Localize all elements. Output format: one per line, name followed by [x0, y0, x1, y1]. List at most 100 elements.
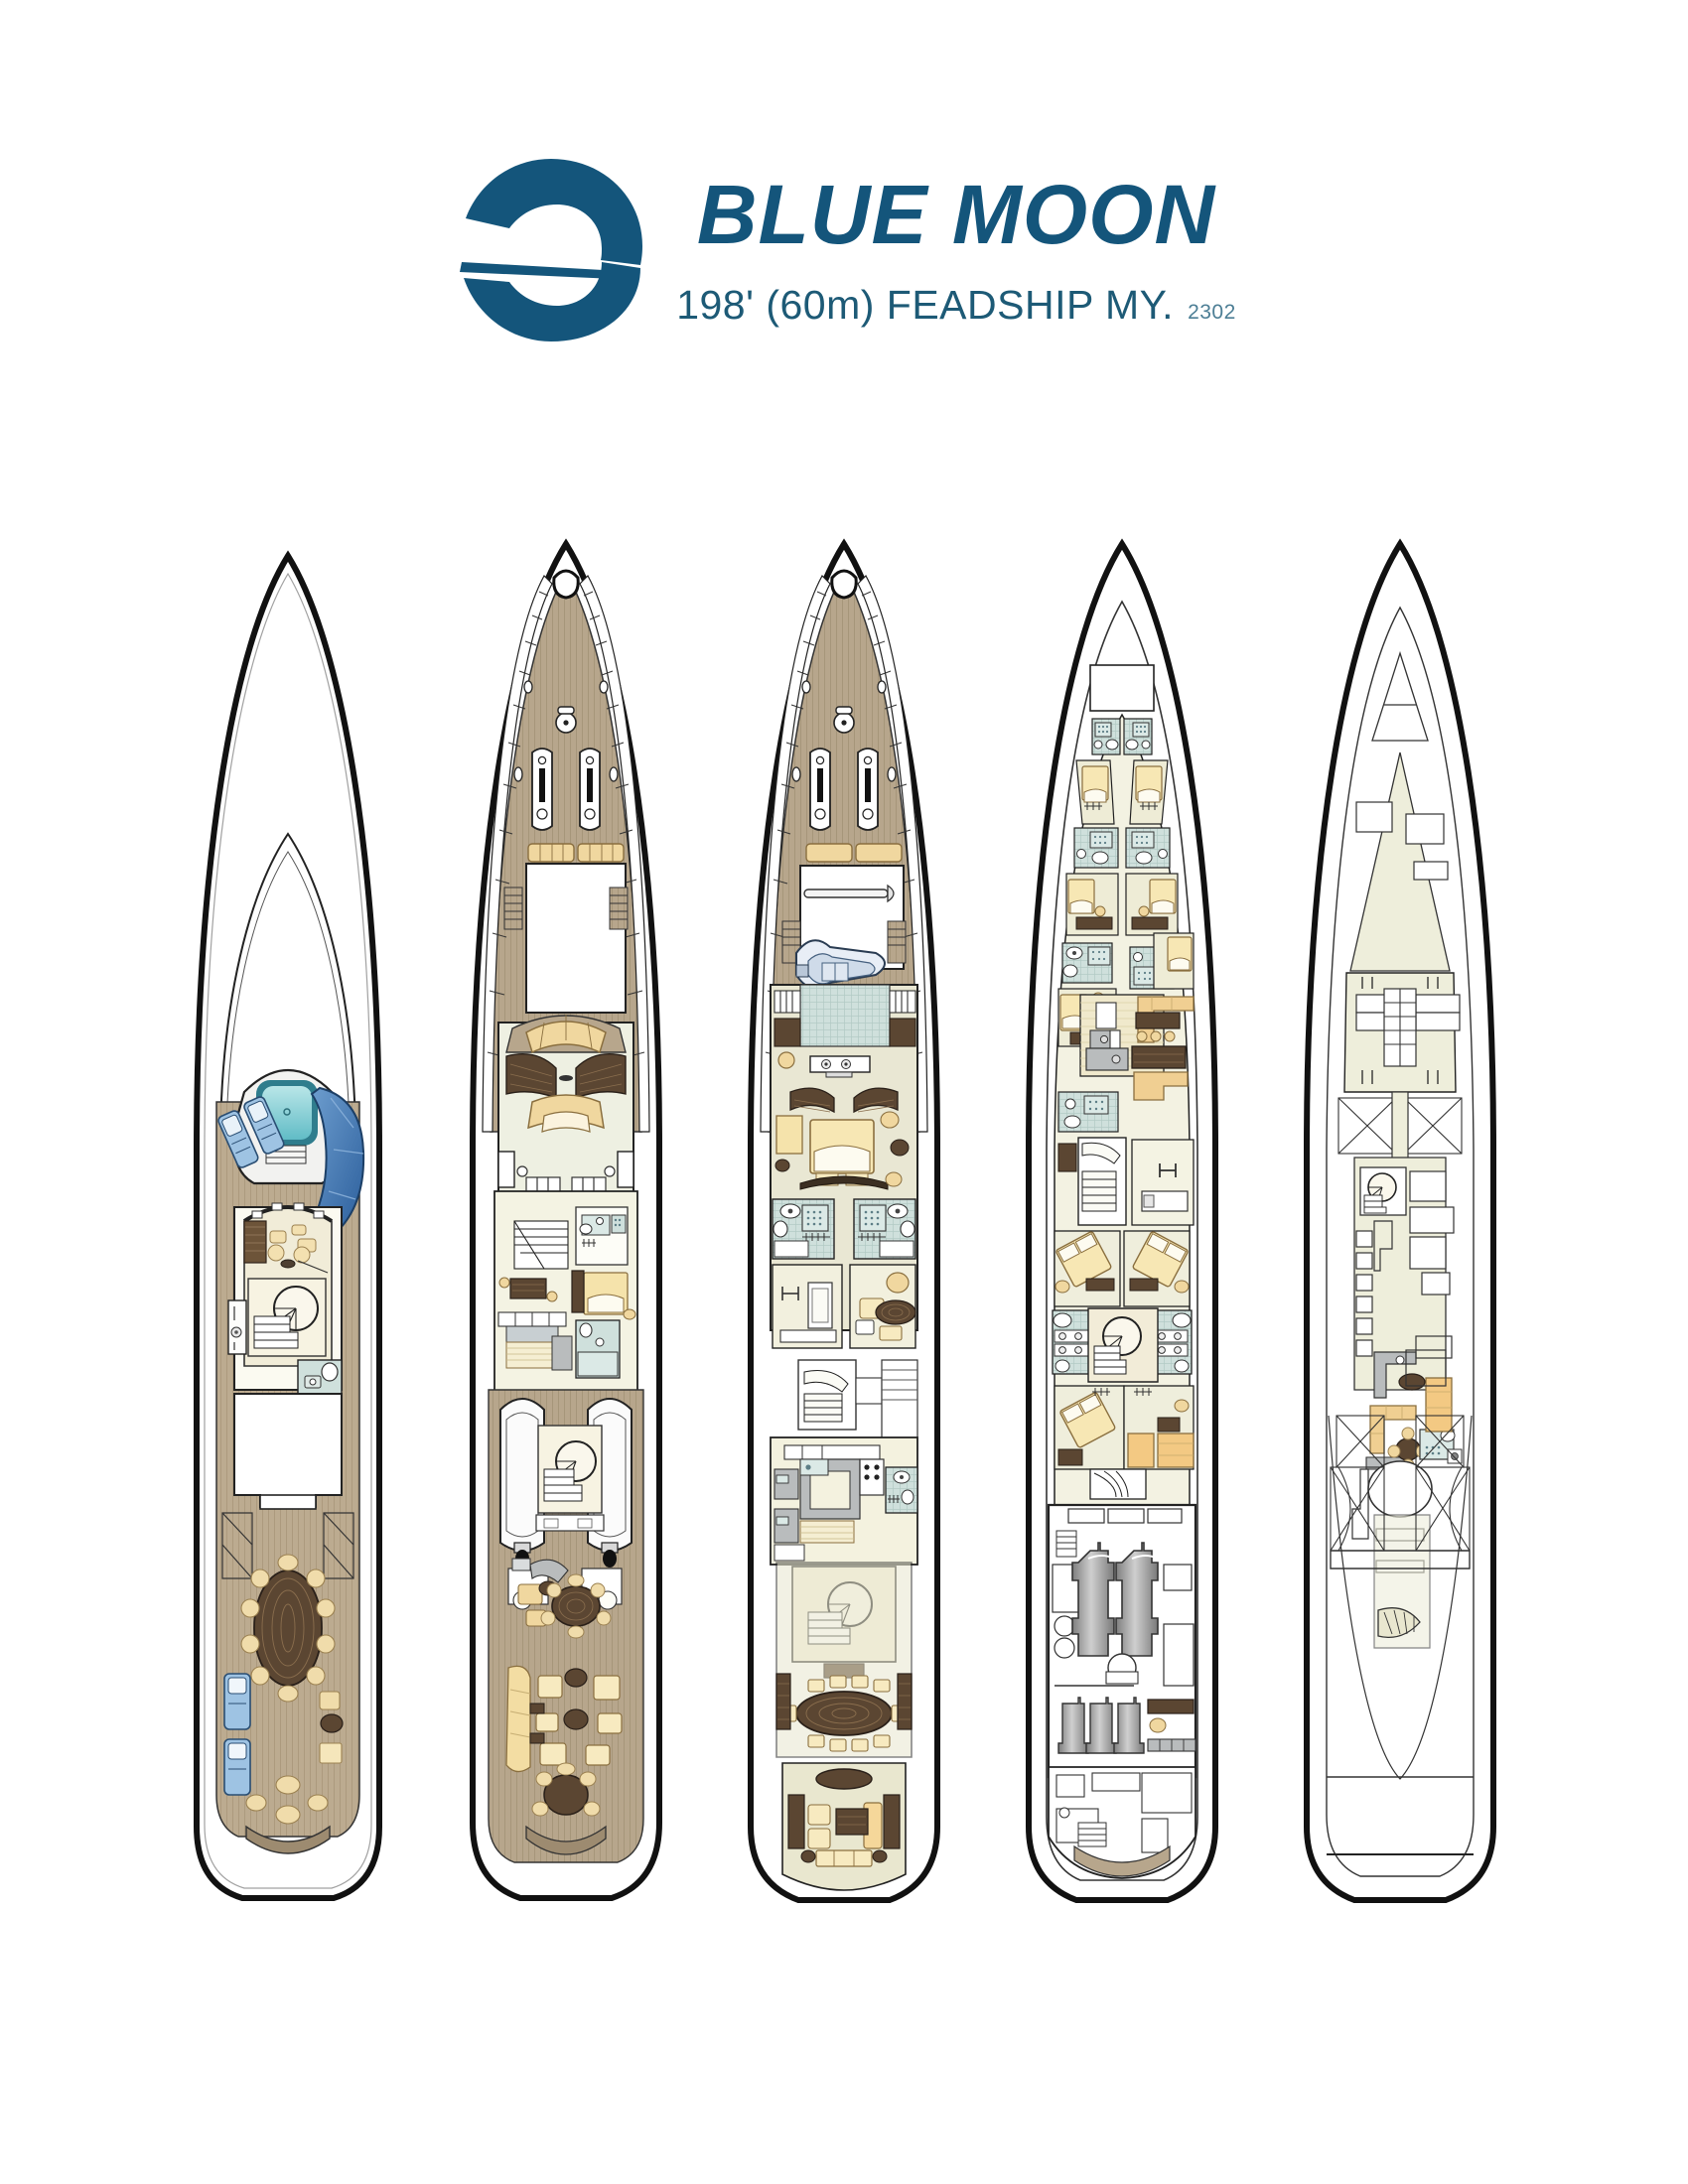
chain-locker [1089, 664, 1155, 712]
guest-lobby-spiral-stair [1087, 1307, 1159, 1383]
crew-head-5 [1061, 942, 1113, 984]
aft-dining-table [540, 1573, 612, 1639]
bow-sunpad-seats [527, 843, 625, 863]
stern-seating [245, 1775, 329, 1825]
stern-table [531, 1762, 601, 1817]
galley [770, 1436, 918, 1566]
office-desk [497, 1277, 573, 1371]
master-study [772, 1264, 843, 1349]
bow-deck-fittings [791, 680, 903, 863]
crew-stairwell [1077, 1137, 1127, 1226]
aft-lounge-furniture [319, 1691, 344, 1764]
crew-cabin-3 [1065, 873, 1119, 936]
dining-sideboards [775, 1673, 913, 1730]
aft-seating-cluster [505, 1665, 623, 1773]
bow-rail-port [482, 575, 553, 1133]
deck-plan-lower-deck[interactable] [983, 536, 1261, 1946]
anchor-windlass-starboard [579, 748, 601, 831]
side-steps-port [503, 887, 523, 930]
dining-chairs [240, 1554, 336, 1703]
gym [1131, 1139, 1195, 1226]
brand-block: BLUE MOON 198' (60m) FEADSHIP MY. 2302 [452, 139, 1236, 349]
aft-lounge-furniture [507, 1558, 623, 1627]
crew-head-3 [1073, 827, 1119, 869]
crew-lounge [1131, 996, 1195, 1101]
day-head [297, 1359, 343, 1395]
deck-plan-main-deck[interactable] [705, 536, 983, 1946]
media-console [809, 1055, 871, 1078]
aft-rail-starboard [323, 1512, 354, 1579]
page-header: BLUE MOON 198' (60m) FEADSHIP MY. 2302 [0, 139, 1688, 349]
deck-plan-sun-deck[interactable] [149, 536, 427, 1946]
stern-stairs [1077, 1822, 1107, 1847]
main-engine-starboard [1115, 1542, 1159, 1657]
sun-lounger-forward-port [217, 1110, 259, 1168]
master-king-bed [799, 1119, 889, 1190]
title-column: BLUE MOON 198' (60m) FEADSHIP MY. 2302 [676, 139, 1236, 329]
sun-lounger-aft-port-2 [223, 1738, 251, 1796]
crew-cabin-6 [1153, 932, 1195, 990]
aft-rail-port [221, 1512, 253, 1579]
dining-chairs [783, 1675, 905, 1752]
crew-head-2 [1123, 718, 1153, 755]
generator-2 [1085, 1697, 1117, 1754]
subtitle-row: 198' (60m) FEADSHIP MY. 2302 [676, 282, 1236, 329]
wet-bar [227, 1299, 247, 1355]
bar-seating [267, 1224, 317, 1269]
anchor-windlass-starboard [857, 748, 879, 831]
fuel-tank-x-brace-1 [1337, 1097, 1463, 1155]
blue-moon-wave-logo-icon [452, 151, 650, 349]
engine-room-ladder [1055, 1530, 1077, 1558]
deck-plans-row [0, 536, 1688, 1946]
guest-cabin-stbd-fwd [1123, 1230, 1191, 1307]
crew-cabin-1 [1075, 759, 1115, 825]
staircase-to-sundeck [513, 1220, 569, 1270]
workbench [1147, 1623, 1196, 1752]
deck-plan-bridge-deck[interactable] [427, 536, 705, 1946]
dumbbell-icon [781, 1287, 799, 1300]
yacht-spec-subtitle: 198' (60m) FEADSHIP MY. [676, 282, 1175, 328]
master-bathroom-starboard [853, 1198, 916, 1260]
day-head-main [885, 1466, 918, 1514]
bar-counter [243, 1220, 267, 1264]
formal-dining-table [783, 1675, 905, 1752]
bow-rail-starboard [579, 575, 650, 1133]
hull-number: 2302 [1188, 301, 1236, 324]
spiral-staircase [247, 1278, 327, 1357]
guest-cabin-port-aft [1054, 1385, 1125, 1470]
sun-lounger-aft-port [223, 1673, 251, 1730]
oval-dining-table-sundeck [240, 1554, 336, 1703]
master-lounge [849, 1264, 916, 1349]
deck-plan-tank-deck[interactable] [1261, 536, 1539, 1946]
fuel-tank-x-brace-aft [1330, 1415, 1471, 1552]
yacht-name-wordmark: BLUE MOON [696, 168, 1216, 261]
anchor-windlass-port [531, 748, 553, 831]
ensuite-head [575, 1319, 621, 1379]
captain-cabin [571, 1206, 636, 1320]
deck-crane [803, 884, 895, 903]
guest-cabin-stbd-aft [1123, 1385, 1195, 1470]
stairwell-forward [797, 1359, 883, 1431]
spiral-staircase-aft [535, 1425, 605, 1532]
central-void [1367, 1460, 1433, 1518]
bow-deck-fittings [513, 680, 619, 831]
generator-3 [1113, 1697, 1145, 1754]
rescue-tender-rib [795, 939, 886, 994]
generator-1 [1057, 1697, 1089, 1754]
crew-cabin-4 [1125, 873, 1179, 936]
galley-prep-counter [1085, 1047, 1129, 1071]
side-steps-starboard [609, 887, 629, 930]
crew-head-4 [1125, 827, 1171, 869]
master-bathroom-port [772, 1198, 835, 1260]
forepeak-void [1371, 650, 1429, 742]
crew-head-1 [1091, 718, 1121, 755]
anchor-windlass-port [809, 748, 831, 831]
crew-cabin-2 [1129, 759, 1169, 825]
tank-deck-aft-stair [1377, 1607, 1421, 1639]
tank-deck-spiral-stair [1359, 1166, 1407, 1216]
wardrobe-starboard [889, 990, 916, 1047]
dumbbell-icon [1159, 1163, 1177, 1177]
salon-seating [787, 1794, 901, 1867]
main-engine-port [1071, 1542, 1115, 1657]
